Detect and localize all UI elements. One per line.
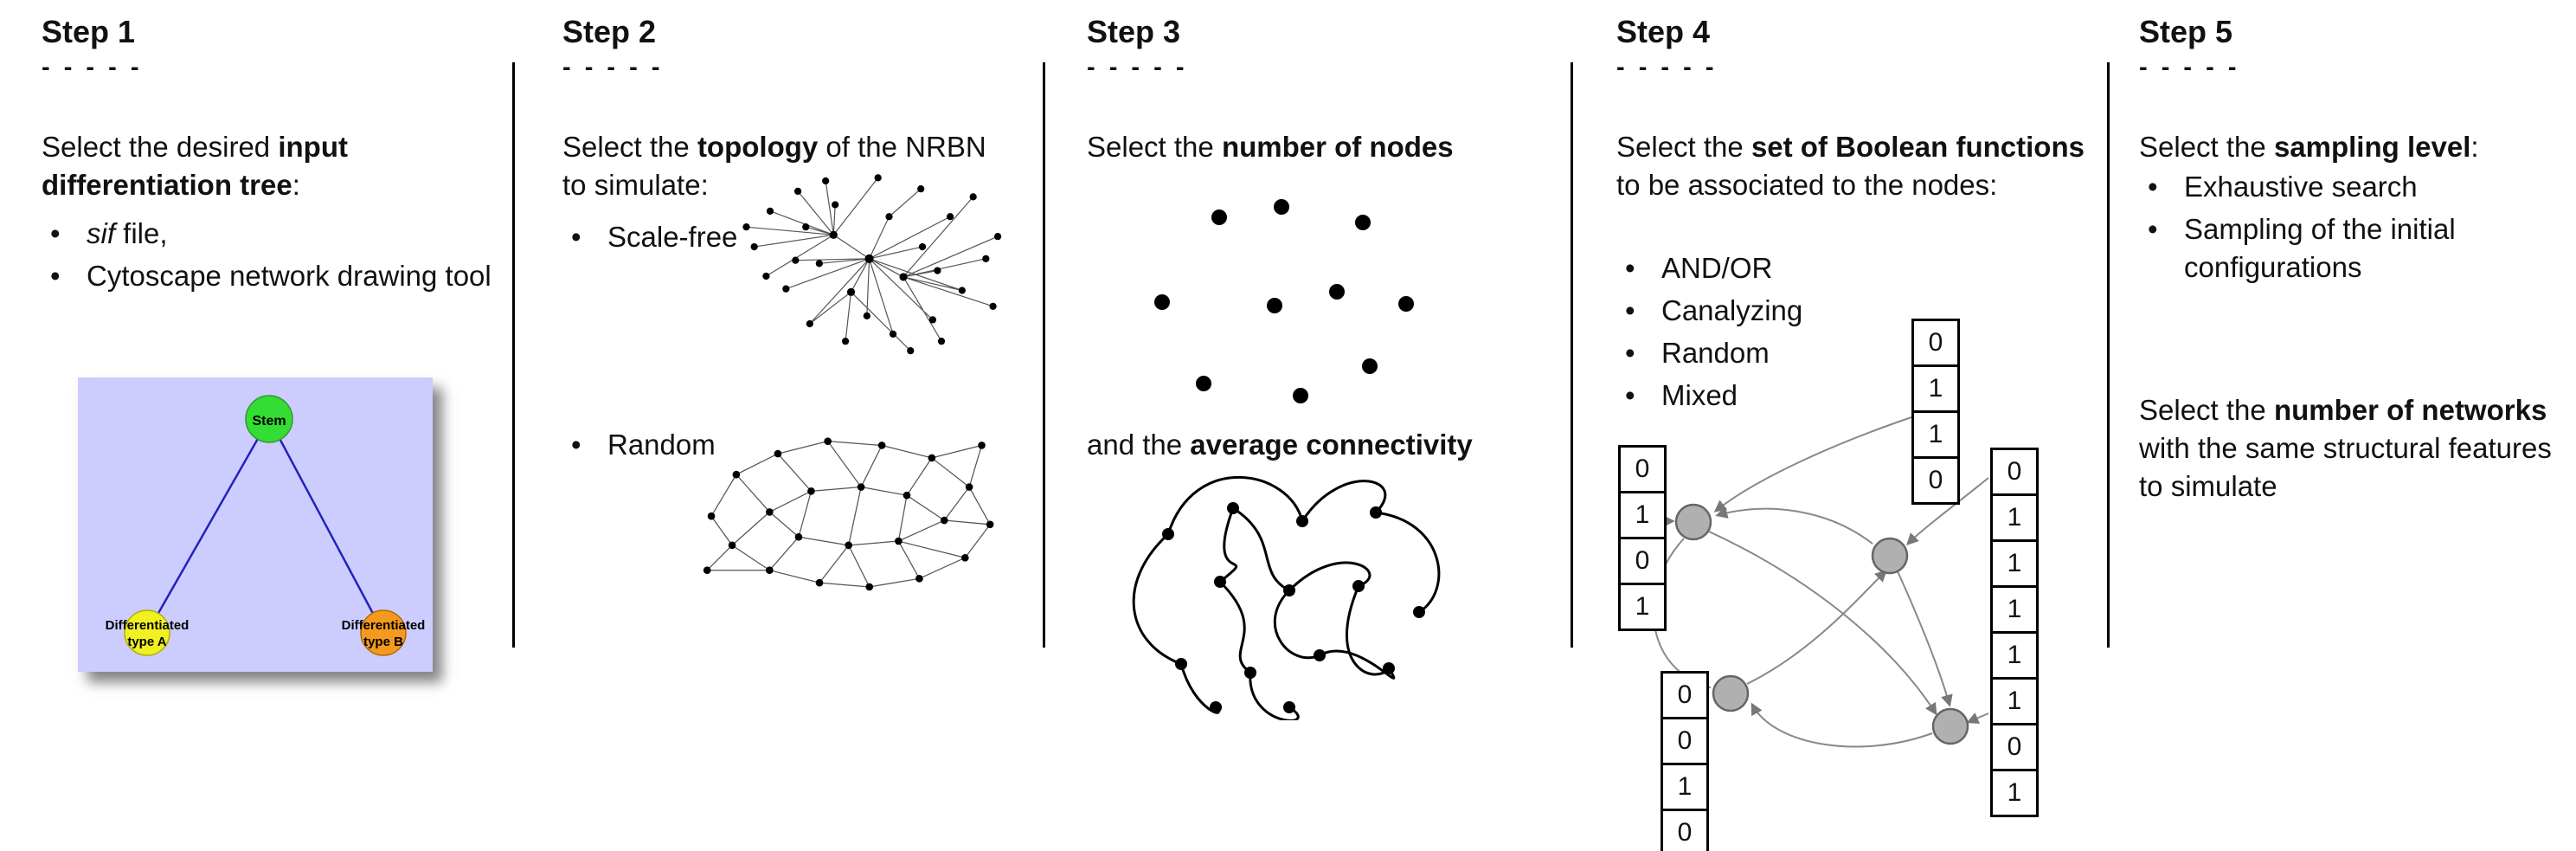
truth-table-cell: 0 [1990,723,2039,771]
scattered-nodes [1154,199,1414,403]
step5-title: Step 5 [2139,14,2233,49]
type-a-label-line1: Differentiated [106,618,190,633]
truth-table-cell: 0 [1618,537,1667,585]
truth-table-cell: 1 [1990,539,2039,588]
random-network-nodes [703,437,994,591]
step3-dashes: - - - - - [1087,54,1188,81]
type-a-node [124,609,170,656]
type-b-node [360,609,407,656]
type-b-label-line2: type B [363,635,403,649]
step4-dashes: - - - - - [1616,54,1718,81]
truth-table-cell: 1 [1990,631,2039,680]
truth-table-cell: 0 [1661,671,1709,719]
column-divider [1571,62,1573,648]
step3-intro: Select the number of nodes [1087,131,1454,163]
truth-table-cell: 1 [1911,410,1960,459]
step2-title: Step 2 [562,14,657,49]
list-item: Random [1616,334,1980,372]
step5-dashes: - - - - - [2139,54,2240,81]
truth-table-cell: 0 [1661,809,1709,851]
step2-bullet-scale-free: Scale-free [562,218,787,261]
list-item: Random [562,426,787,464]
boolean-network-nodes [1674,503,1969,745]
random-network-graphic [703,437,994,591]
scale-free-network-graphic [742,174,1002,355]
truth-table-cell: 0 [1911,319,1960,367]
type-b-label-line1: Differentiated [342,618,426,633]
tangle-nodes [1162,502,1425,713]
truth-table-bottom: 0 0 1 0 [1661,671,1709,851]
connectivity-tangle-graphic [1132,475,1441,720]
list-item: Exhaustive search [2139,168,2572,206]
step1-intro: Select the desired input differentiation… [42,131,348,201]
step2-intro: Select the topology of the NRBN to simul… [562,131,986,201]
truth-table-cell: 1 [1661,763,1709,811]
tangle-edges [1132,475,1441,720]
truth-table-cell: 0 [1661,717,1709,765]
scattered-nodes-graphic [1154,199,1414,403]
truth-table-cell: 0 [1618,445,1667,493]
step5-second-text: Select the number of networks with the s… [2139,394,2552,502]
list-item: Scale-free [562,218,787,256]
step1-dashes: - - - - - [42,54,143,81]
truth-table-top: 0 1 1 0 [1911,319,1960,505]
truth-table-cell: 0 [1990,448,2039,496]
stem-node [245,395,293,443]
column-divider [2107,62,2110,648]
truth-table-cell: 1 [1990,677,2039,725]
truth-table-cell: 1 [1990,585,2039,634]
step4-title: Step 4 [1616,14,1711,49]
step2-dashes: - - - - - [562,54,664,81]
tree-edge-b [267,418,385,634]
list-item: Canalyzing [1616,292,1980,330]
truth-table-cell: 1 [1618,491,1667,539]
scale-free-nodes [742,174,1002,355]
step5-intro: Select the sampling level: [2139,131,2479,163]
stem-node-label: Stem [252,414,286,429]
differentiation-tree-graphic: Stem Differentiated type A Differentiate… [78,377,433,672]
truth-table-left: 0 1 0 1 [1618,445,1667,631]
tree-edge-a [145,418,271,634]
differentiation-tree-svg: Stem Differentiated type A Differentiate… [78,377,433,672]
boolean-network-svg [1653,416,1989,748]
list-item: sif file, [42,215,509,253]
step3-title: Step 3 [1087,14,1181,49]
truth-table-right: 0 1 1 1 1 1 0 1 [1990,448,2039,817]
random-network-edges [706,441,991,588]
truth-table-cell: 0 [1911,456,1960,505]
step5-bullet-list: Exhaustive search Sampling of the initia… [2139,168,2572,291]
type-a-label-line2: type A [127,635,166,649]
step4-intro: Select the set of Boolean functions to b… [1616,131,2085,201]
truth-table-cell: 1 [1911,364,1960,413]
step2-bullet-random: Random [562,426,787,468]
sif-file-label: sif [87,217,115,249]
boolean-network-graphic: 0 1 1 0 0 1 0 1 0 1 1 1 1 1 0 1 0 0 1 0 [1610,305,2099,851]
column-divider [1043,62,1045,648]
list-item: Cytoscape network drawing tool [42,257,509,295]
step3-second-text: and the average connectivity [1087,429,1473,461]
scale-free-edges [746,177,999,351]
truth-table-cell: 1 [1990,493,2039,542]
step1-title: Step 1 [42,14,136,49]
truth-table-cell: 1 [1990,769,2039,817]
list-item: Mixed [1616,377,1980,415]
list-item: AND/OR [1616,249,1980,287]
step1-bullet-list: sif file, Cytoscape network drawing tool [42,215,509,300]
list-item: Sampling of the initial configurations [2139,210,2572,287]
step4-bullet-list: AND/OR Canalyzing Random Mixed [1616,249,1980,419]
column-divider [512,62,515,648]
truth-table-cell: 1 [1618,583,1667,631]
